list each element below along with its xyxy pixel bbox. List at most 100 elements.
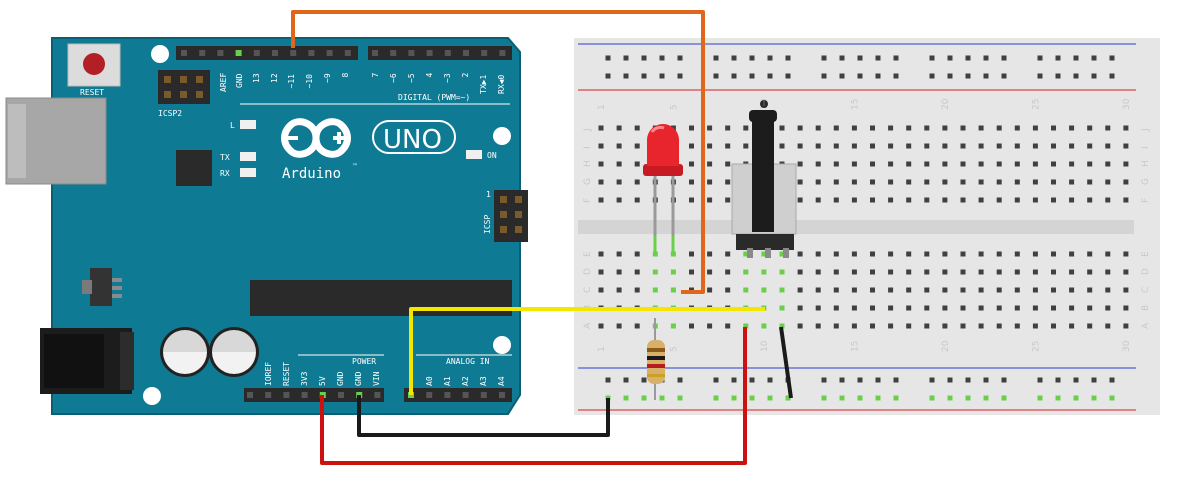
rail-hole[interactable]	[1109, 395, 1115, 401]
rail-hole[interactable]	[875, 55, 881, 61]
breadboard-hole[interactable]	[1014, 287, 1020, 293]
breadboard-hole[interactable]	[1105, 323, 1111, 329]
digital-pin[interactable]	[372, 50, 378, 56]
breadboard-hole[interactable]	[996, 125, 1002, 131]
breadboard-hole[interactable]	[689, 125, 694, 131]
rail-hole[interactable]	[641, 395, 647, 401]
rail-hole[interactable]	[785, 55, 791, 61]
rail-hole[interactable]	[785, 395, 791, 401]
rail-hole[interactable]	[623, 73, 629, 79]
digital-pin[interactable]	[199, 50, 206, 56]
rail-hole[interactable]	[929, 377, 935, 383]
breadboard-hole[interactable]	[598, 251, 604, 257]
breadboard-hole[interactable]	[616, 179, 622, 185]
breadboard-hole[interactable]	[978, 269, 984, 275]
breadboard-hole[interactable]	[743, 323, 749, 329]
power-pin[interactable]	[338, 392, 344, 398]
rail-hole[interactable]	[677, 73, 683, 79]
breadboard-hole[interactable]	[851, 143, 857, 149]
rail-hole[interactable]	[1109, 55, 1115, 61]
rail-hole[interactable]	[965, 73, 971, 79]
breadboard-hole[interactable]	[689, 269, 694, 275]
rail-hole[interactable]	[1001, 377, 1007, 383]
rail-hole[interactable]	[857, 395, 863, 401]
breadboard-hole[interactable]	[1123, 197, 1129, 203]
breadboard-hole[interactable]	[996, 143, 1002, 149]
breadboard-hole[interactable]	[1087, 269, 1093, 275]
breadboard-hole[interactable]	[1051, 179, 1056, 185]
breadboard-hole[interactable]	[1014, 269, 1020, 275]
breadboard-hole[interactable]	[888, 125, 894, 131]
breadboard-hole[interactable]	[797, 251, 803, 257]
breadboard-hole[interactable]	[870, 143, 875, 149]
breadboard-hole[interactable]	[797, 287, 803, 293]
breadboard-hole[interactable]	[1032, 143, 1038, 149]
rail-hole[interactable]	[731, 55, 737, 61]
breadboard-hole[interactable]	[689, 251, 694, 257]
breadboard-hole[interactable]	[1123, 125, 1129, 131]
breadboard-hole[interactable]	[1087, 143, 1093, 149]
breadboard-hole[interactable]	[797, 143, 803, 149]
breadboard-hole[interactable]	[779, 323, 785, 329]
rail-hole[interactable]	[749, 395, 755, 401]
breadboard-hole[interactable]	[761, 269, 767, 275]
breadboard-hole[interactable]	[598, 269, 604, 275]
breadboard-hole[interactable]	[743, 251, 749, 257]
breadboard-hole[interactable]	[1087, 161, 1093, 167]
digital-pin[interactable]	[499, 50, 506, 56]
breadboard-hole[interactable]	[924, 287, 930, 293]
rail-hole[interactable]	[1055, 395, 1061, 401]
breadboard-hole[interactable]	[797, 161, 803, 167]
breadboard-hole[interactable]	[797, 305, 803, 311]
breadboard-hole[interactable]	[1123, 287, 1129, 293]
breadboard-hole[interactable]	[870, 269, 875, 275]
breadboard-hole[interactable]	[616, 251, 622, 257]
breadboard-hole[interactable]	[1123, 305, 1129, 311]
breadboard-hole[interactable]	[634, 197, 640, 203]
breadboard-hole[interactable]	[815, 143, 821, 149]
breadboard-hole[interactable]	[960, 287, 966, 293]
breadboard-hole[interactable]	[924, 269, 930, 275]
breadboard-hole[interactable]	[616, 269, 622, 275]
rail-hole[interactable]	[929, 55, 935, 61]
rail-hole[interactable]	[1037, 73, 1043, 79]
rail-hole[interactable]	[821, 377, 827, 383]
rail-hole[interactable]	[839, 377, 845, 383]
rail-hole[interactable]	[821, 55, 827, 61]
breadboard-hole[interactable]	[743, 287, 749, 293]
rail-hole[interactable]	[1091, 377, 1097, 383]
breadboard-hole[interactable]	[1069, 251, 1075, 257]
breadboard-hole[interactable]	[815, 323, 821, 329]
rail-hole[interactable]	[947, 73, 953, 79]
digital-pin[interactable]	[253, 50, 260, 56]
breadboard-hole[interactable]	[616, 143, 622, 149]
breadboard-hole[interactable]	[1051, 161, 1056, 167]
rail-hole[interactable]	[1055, 73, 1061, 79]
breadboard-hole[interactable]	[906, 305, 912, 311]
breadboard-hole[interactable]	[906, 197, 912, 203]
breadboard-hole[interactable]	[797, 125, 803, 131]
breadboard-hole[interactable]	[851, 161, 857, 167]
rail-hole[interactable]	[767, 55, 773, 61]
breadboard-hole[interactable]	[1051, 125, 1056, 131]
breadboard-hole[interactable]	[851, 179, 857, 185]
breadboard-hole[interactable]	[888, 179, 894, 185]
breadboard-hole[interactable]	[996, 197, 1002, 203]
breadboard-hole[interactable]	[942, 179, 948, 185]
rail-hole[interactable]	[767, 395, 773, 401]
breadboard-hole[interactable]	[634, 125, 640, 131]
rail-hole[interactable]	[713, 377, 719, 383]
breadboard-hole[interactable]	[1051, 251, 1056, 257]
breadboard-hole[interactable]	[815, 197, 821, 203]
breadboard-hole[interactable]	[996, 179, 1002, 185]
breadboard-hole[interactable]	[1051, 143, 1056, 149]
breadboard-hole[interactable]	[833, 179, 839, 185]
rail-hole[interactable]	[641, 73, 647, 79]
breadboard-hole[interactable]	[707, 143, 713, 149]
breadboard-hole[interactable]	[960, 143, 966, 149]
breadboard-hole[interactable]	[634, 287, 640, 293]
breadboard-hole[interactable]	[743, 143, 749, 149]
breadboard-hole[interactable]	[725, 251, 731, 257]
rail-hole[interactable]	[659, 73, 665, 79]
breadboard-hole[interactable]	[960, 161, 966, 167]
